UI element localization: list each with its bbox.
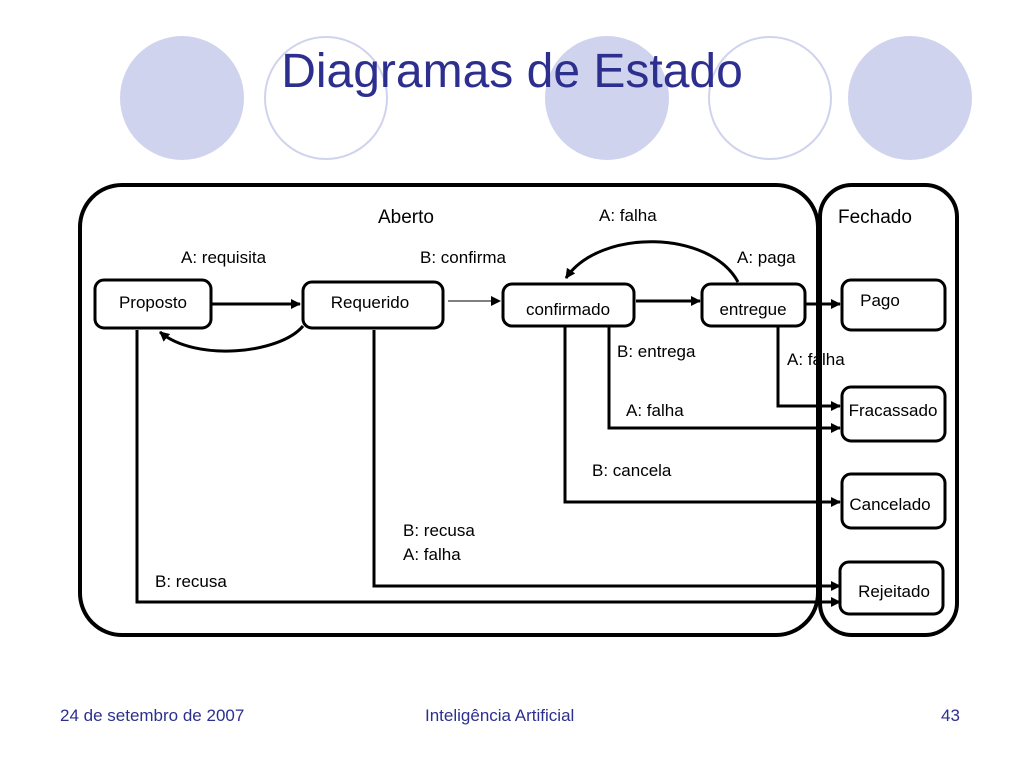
state-label-entregue: entregue xyxy=(719,300,786,319)
state-label-confirmado: confirmado xyxy=(526,300,610,319)
decorative-ring xyxy=(708,36,832,160)
state-rejeitado: Rejeitado xyxy=(838,560,945,616)
decorative-circle xyxy=(120,36,244,160)
region-fechado xyxy=(818,183,959,637)
region-label-fechado: Fechado xyxy=(838,207,912,228)
label-falha-confirmado: A: falha xyxy=(626,401,684,420)
state-pago: Pago xyxy=(840,278,947,332)
state-proposto: Proposto xyxy=(93,278,213,330)
state-entregue: entregue xyxy=(700,282,807,328)
transition-edges xyxy=(135,240,841,607)
footer-date: 24 de setembro de 2007 xyxy=(60,706,245,725)
label-entrega: B: entrega xyxy=(617,342,696,361)
slide-title: Diagramas de Estado xyxy=(281,45,743,98)
state-label-fracassado: Fracassado xyxy=(849,401,938,420)
state-label-requerido: Requerido xyxy=(331,293,409,312)
footer-course: Inteligência Artificial xyxy=(425,706,575,725)
state-cancelado: Cancelado xyxy=(840,472,947,530)
footer-page-number: 43 xyxy=(941,706,960,725)
decorative-circle xyxy=(545,36,669,160)
state-label-proposto: Proposto xyxy=(119,293,187,312)
label-falha-entregue: A: falha xyxy=(787,350,845,369)
label-recusa-proposto: B: recusa xyxy=(155,572,227,591)
state-label-cancelado: Cancelado xyxy=(849,495,930,514)
decorative-ring xyxy=(264,36,388,160)
label-cancela: B: cancela xyxy=(592,461,672,480)
label-paga: A: paga xyxy=(737,248,796,267)
state-label-rejeitado: Rejeitado xyxy=(858,582,930,601)
edge-entregue-confirmado xyxy=(564,240,740,283)
label-falha-requerido: A: falha xyxy=(403,545,461,564)
edge-proposto-rejeitado xyxy=(135,330,841,607)
state-requerido: Requerido xyxy=(301,280,445,330)
label-recusa-requerido: B: recusa xyxy=(403,521,475,540)
edge-confirmado-cancelado xyxy=(563,326,841,507)
decorative-circle xyxy=(848,36,972,160)
edge-requerido-proposto xyxy=(159,324,305,353)
label-falha-top: A: falha xyxy=(599,206,657,225)
label-confirma: B: confirma xyxy=(420,248,507,267)
label-requisita: A: requisita xyxy=(181,248,267,267)
state-label-pago: Pago xyxy=(860,291,900,310)
region-label-aberto: Aberto xyxy=(378,207,434,228)
state-confirmado: confirmado xyxy=(501,282,636,328)
edge-requerido-rejeitado xyxy=(372,330,841,591)
state-fracassado: Fracassado xyxy=(840,385,947,443)
edge-entregue-fracassado xyxy=(776,322,841,411)
edge-confirmado-fracassado-falha xyxy=(607,326,841,433)
